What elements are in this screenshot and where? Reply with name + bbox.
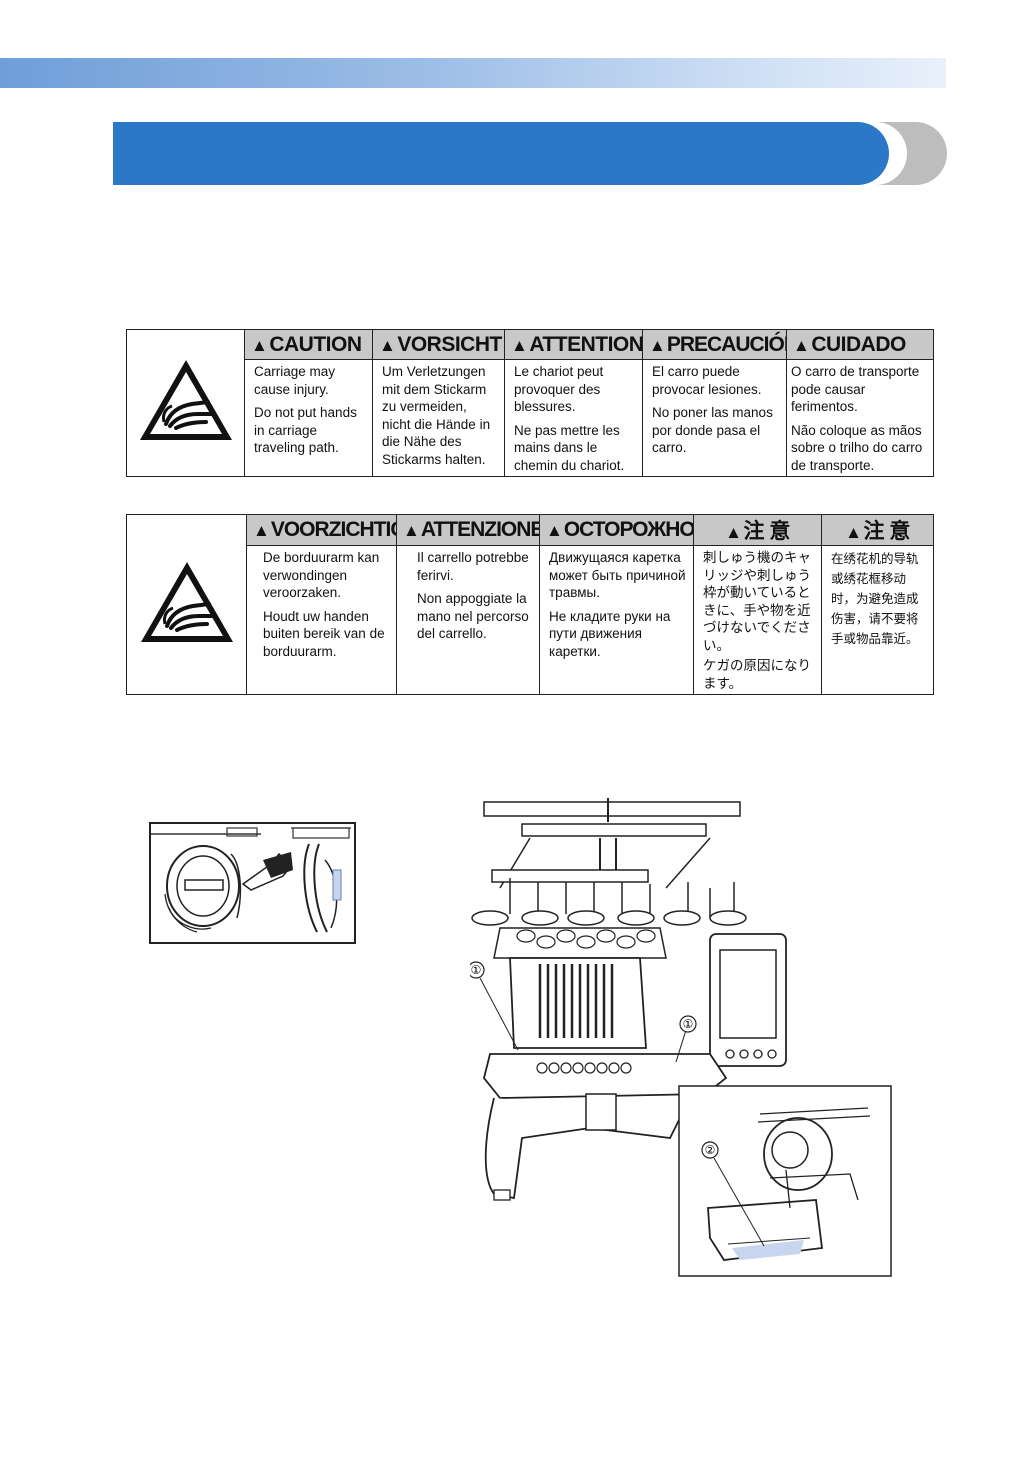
warning-label-table-2: ▲VOORZICHTIG ▲ATTENZIONE ▲ОСТОРОЖНО! ▲注 … [126, 514, 934, 695]
machine-illustration: ① ① ② [467, 798, 895, 1280]
warning-triangle-icon: ▲ [649, 335, 666, 355]
table2-header-1: ▲VOORZICHTIG [246, 514, 397, 546]
warning-triangle-icon: ▲ [379, 335, 396, 355]
table2-header-2: ▲ATTENZIONE [396, 514, 540, 546]
table1-header-4: ▲PRECAUCIÓN [642, 329, 787, 360]
table1-cell-4: El carro puede provocar lesiones.No pone… [642, 359, 787, 477]
callout-label: ② [705, 1143, 716, 1157]
warning-triangle-icon: ▲ [546, 521, 563, 540]
table1-header-3: ▲ATTENTION [504, 329, 643, 360]
hand-pinch-warning-icon [126, 329, 245, 477]
table2-cell-2: Il carrello potrebbe ferirvi.Non appoggi… [396, 545, 540, 695]
table1-header-1: ▲CAUTION [244, 329, 373, 360]
warning-triangle-icon: ▲ [511, 335, 528, 355]
hand-pinch-warning-icon [126, 514, 247, 695]
callout-label: ① [683, 1017, 694, 1031]
warning-triangle-icon: ▲ [793, 335, 810, 355]
warning-triangle-icon: ▲ [253, 521, 270, 540]
table1-header-5: ▲CUIDADO [786, 329, 934, 360]
warning-triangle-icon: ▲ [725, 523, 742, 542]
table1-cell-5: O carro de transporte pode causar ferime… [786, 359, 934, 477]
table1-cell-3: Le chariot peut provoquer des blessures.… [504, 359, 643, 477]
table1-cell-2: Um Verletzungen mit dem Stickarm zu verm… [372, 359, 505, 477]
table2-header-3: ▲ОСТОРОЖНО! [539, 514, 694, 546]
oiling-illustration [149, 822, 356, 944]
warning-label-table-1: ▲CAUTION ▲VORSICHT ▲ATTENTION ▲PRECAUCIÓ… [126, 329, 934, 477]
table2-cell-1: De borduurarm kan verwondingen veroorzak… [246, 545, 397, 695]
warning-triangle-icon: ▲ [845, 523, 862, 542]
table1-header-2: ▲VORSICHT [372, 329, 505, 360]
warning-triangle-icon: ▲ [403, 521, 420, 540]
table2-cell-3: Движущаяся каретка может быть причиной т… [539, 545, 694, 695]
table2-header-4: ▲注 意 [693, 514, 822, 546]
table2-cell-5: 在绣花机的导轨或绣花框移动时，为避免造成伤害，请不要将手或物品靠近。 [821, 545, 934, 695]
table2-cell-4: 刺しゅう機のキャリッジや刺しゅう枠が動いているときに、手や物を近づけないでくださ… [693, 545, 822, 695]
header-band [0, 58, 946, 88]
callout-label: ① [471, 963, 482, 977]
table2-header-5: ▲注 意 [821, 514, 934, 546]
warning-triangle-icon: ▲ [251, 335, 268, 355]
table1-cell-1: Carriage may cause injury.Do not put han… [244, 359, 373, 477]
section-title-bar [113, 122, 947, 185]
